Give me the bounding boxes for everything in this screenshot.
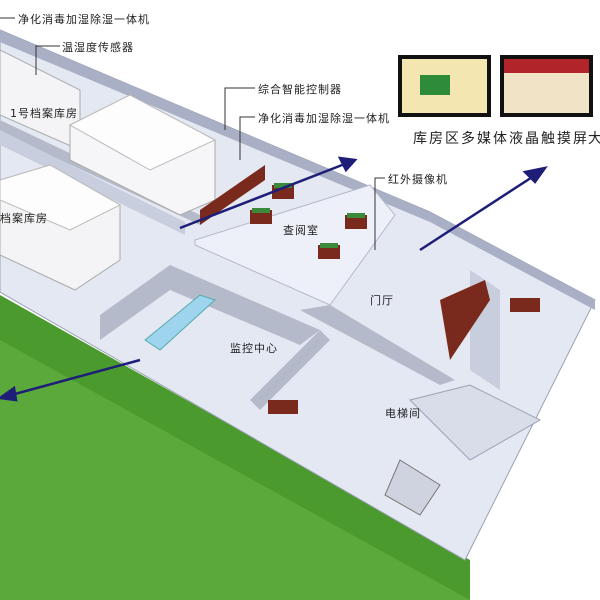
- pointer-arrows: [0, 156, 548, 402]
- room-reading: 查阅室: [283, 224, 319, 237]
- monitor-desks: [144, 294, 216, 351]
- controller-label: 综合智能控制器: [258, 83, 342, 96]
- purifier-mid-label: 净化消毒加湿除湿一体机: [258, 112, 390, 125]
- room-elevator: 电梯间: [385, 407, 421, 420]
- room-lobby: 门厅: [370, 294, 394, 307]
- archive-2-label: 档案库房: [0, 212, 48, 225]
- cut-label: 大: [588, 131, 600, 147]
- back-wall: [0, 30, 595, 310]
- touchscreen-label: 库房区多媒体液晶触摸屏: [413, 131, 589, 147]
- reading-desks: [250, 185, 540, 414]
- ir-camera-label: 红外摄像机: [388, 173, 448, 186]
- room-monitor: 监控中心: [230, 342, 278, 355]
- archive-1-label: 1号档案库房: [10, 107, 78, 120]
- sensor-label: 温湿度传感器: [62, 41, 134, 54]
- purifier-top-label: 净化消毒加湿除湿一体机: [18, 13, 150, 26]
- touchscreen-images: [398, 55, 593, 117]
- archive-shelves-2: [0, 164, 122, 291]
